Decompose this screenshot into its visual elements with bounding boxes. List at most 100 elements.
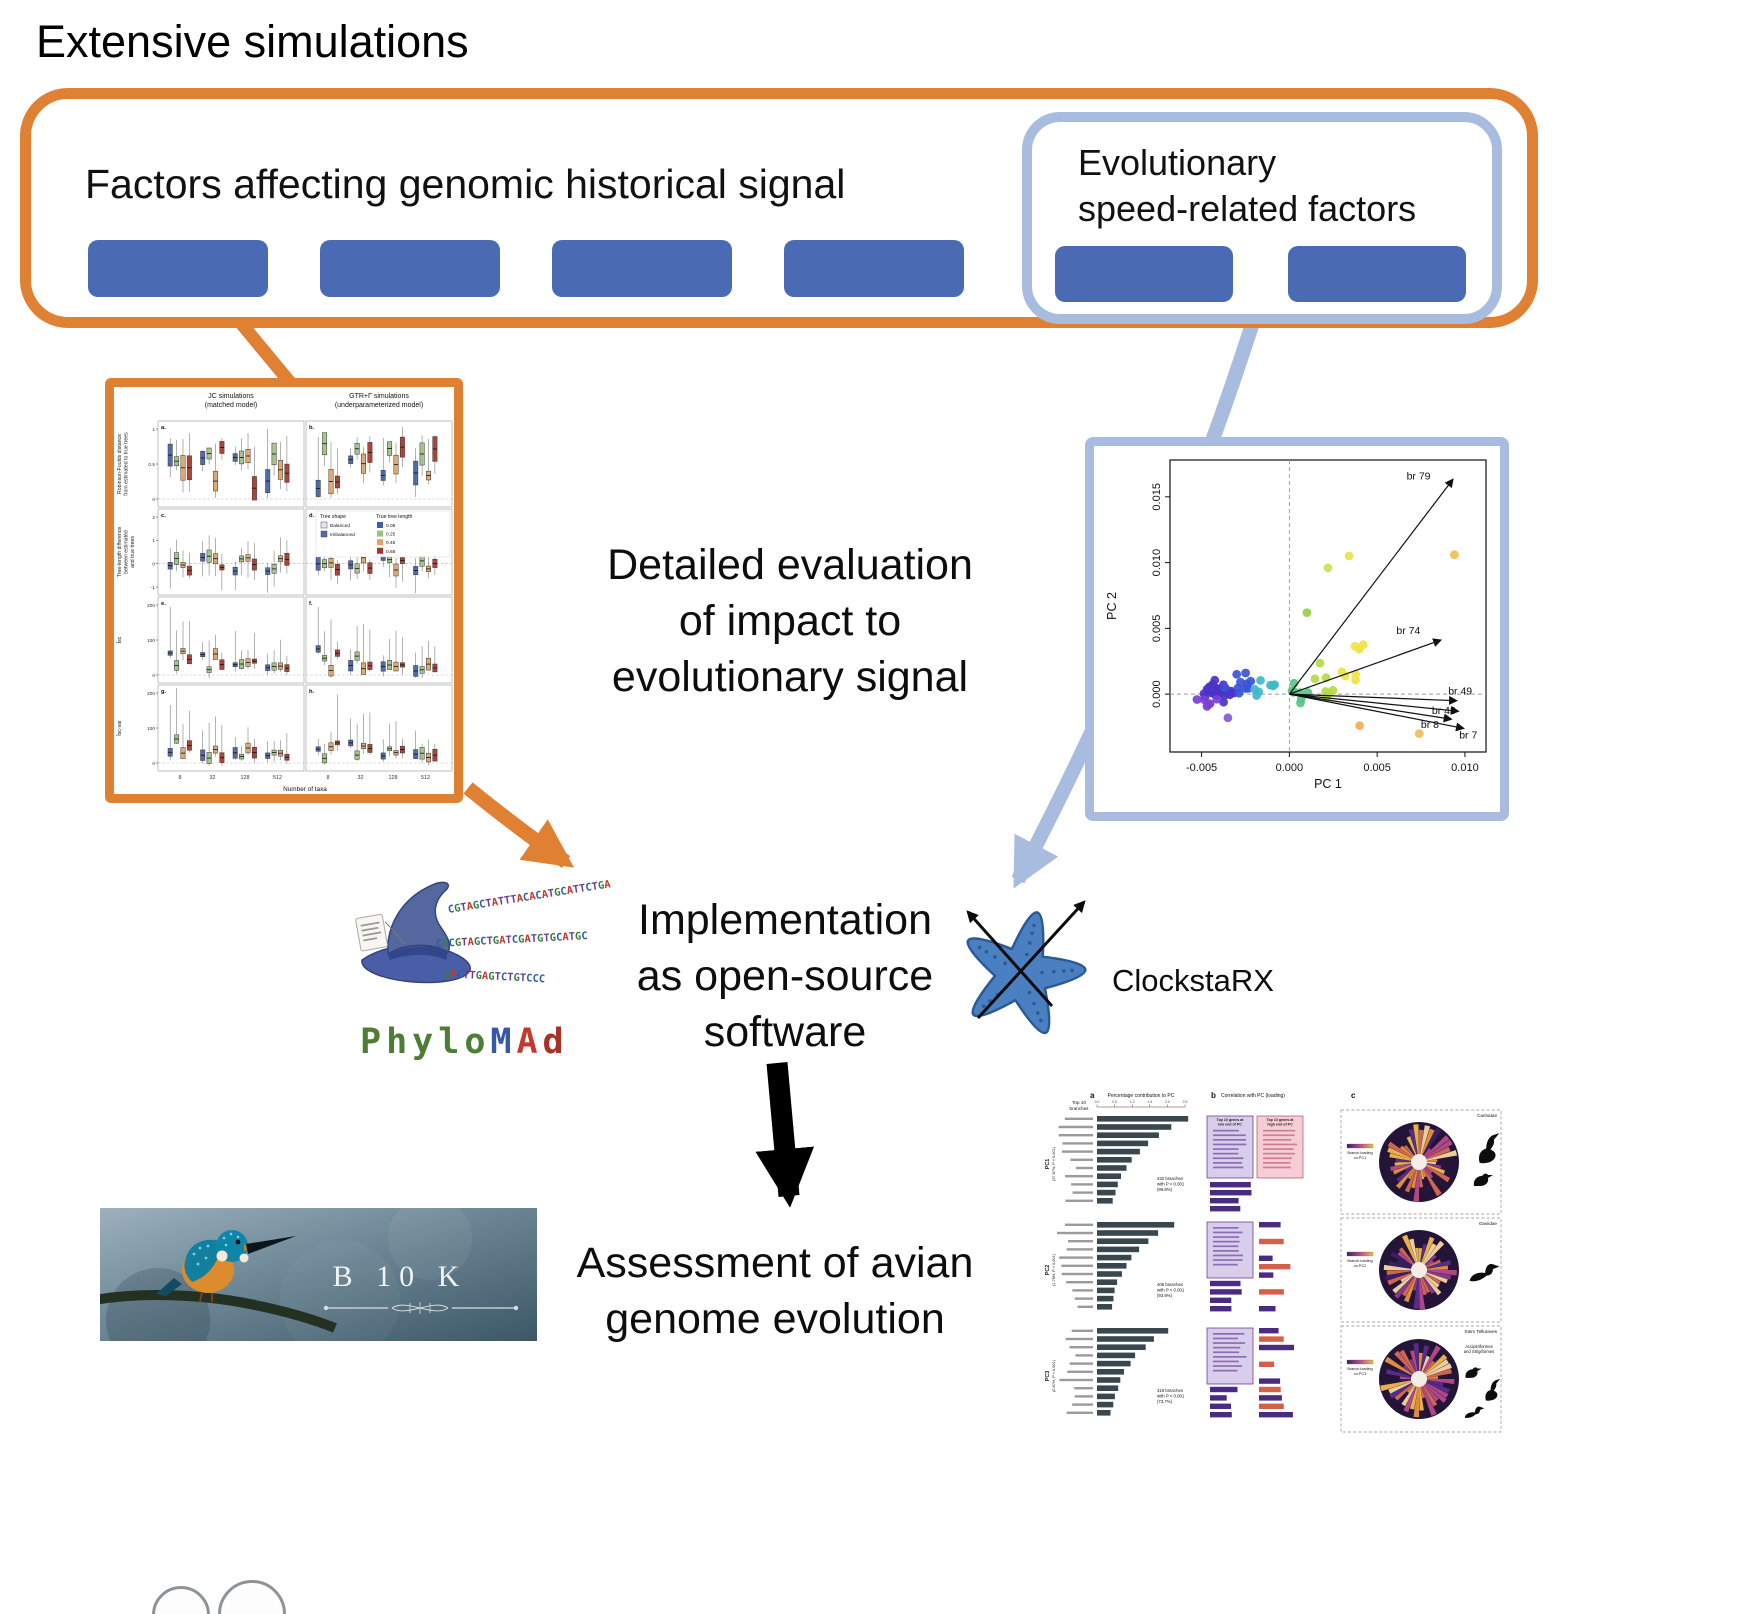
bird-silhouette: [1465, 1367, 1482, 1378]
contribution-bar: [1097, 1238, 1149, 1244]
arrow-black-to-assessment: [755, 1062, 815, 1208]
svg-text:on PC3: on PC3: [1354, 1372, 1367, 1376]
sim-panel: [157, 508, 305, 596]
svg-text:200: 200: [147, 691, 155, 697]
b10k-banner-svg: B 10 K: [100, 1208, 537, 1341]
speed-factors-container: Evolutionary speed-related factors: [1022, 112, 1502, 324]
phylomad-wordmark: PhyloMAd: [360, 1022, 569, 1062]
svg-text:f.: f.: [309, 601, 313, 607]
wordmark-letter: P: [360, 1022, 387, 1062]
svg-text:a.: a.: [161, 425, 166, 431]
starfish-axis-arrow: [976, 900, 1086, 1020]
svg-text:Branch loading: Branch loading: [1347, 1367, 1372, 1371]
starfish-axis-arrow: [966, 910, 1054, 1007]
wordmark-letter: d: [542, 1022, 569, 1062]
contribution-bar: [1097, 1410, 1111, 1416]
sim-xlabel: Number of taxa: [283, 786, 327, 793]
panel-letter: a: [1090, 1091, 1095, 1100]
svg-text:Top 10 genes at: Top 10 genes at: [1267, 1118, 1295, 1122]
branch: [100, 1290, 337, 1333]
wordmark-letter: h: [386, 1022, 413, 1062]
clockstarx-starfish-svg: [966, 900, 1087, 1035]
svg-text:g.: g.: [161, 689, 167, 695]
implementation-line2: as open-source: [636, 951, 934, 1000]
loading-colorbar: [1346, 1251, 1374, 1257]
evaluation-line1: Detailed evaluation: [607, 541, 973, 589]
svg-text:2: 2: [152, 515, 155, 521]
svg-text:0: 0: [152, 673, 155, 679]
svg-text:d.: d.: [309, 513, 315, 519]
svg-text:0.0: 0.0: [1095, 1100, 1100, 1104]
svg-text:0.25: 0.25: [386, 532, 396, 538]
svg-text:Top 10 genes at: Top 10 genes at: [1217, 1118, 1245, 1122]
svg-text:h.: h.: [309, 689, 315, 695]
loading-colorbar: [1346, 1143, 1374, 1149]
wordmark-letter: M: [490, 1022, 517, 1062]
svg-text:Top 10: Top 10: [1072, 1100, 1086, 1105]
contribution-bar: [1097, 1140, 1149, 1147]
branch-annotation: with P < 0.001: [1157, 1288, 1185, 1293]
wordmark-letter: l: [438, 1022, 465, 1062]
svg-text:(0.87%, P < 0.001): (0.87%, P < 0.001): [1052, 1359, 1056, 1391]
svg-text:-1: -1: [151, 585, 156, 591]
phylomad-hat-svg: [355, 881, 471, 984]
svg-text:2.0: 2.0: [1165, 1100, 1170, 1104]
pc-group-label: PC1: [1045, 1159, 1051, 1170]
branch-annotation: 406 branches: [1157, 1282, 1183, 1287]
contribution-bar: [1097, 1377, 1121, 1383]
partial-logo-2: [218, 1580, 286, 1614]
clockstarx-label: ClockstaRX: [1112, 963, 1274, 998]
pca-loading-arrow: [1289, 693, 1458, 705]
implementation-line1: Implementation: [638, 896, 932, 944]
svg-text:1: 1: [152, 538, 155, 544]
sim-panel: [305, 420, 453, 508]
contribution-bar: [1097, 1328, 1169, 1334]
speed-label-line2: speed-related factors: [1078, 188, 1417, 230]
evaluation-line2: of impact to: [678, 596, 902, 645]
svg-text:0.010: 0.010: [1451, 762, 1479, 774]
svg-text:Branch loading: Branch loading: [1347, 1151, 1372, 1155]
partial-logo-1: [152, 1586, 210, 1614]
contribution-bar: [1097, 1181, 1118, 1188]
contribution-bar: [1097, 1124, 1172, 1130]
pca-ylabel: PC 2: [1105, 592, 1119, 620]
contribution-bar: [1097, 1369, 1124, 1375]
contribution-bar: [1097, 1287, 1115, 1294]
contribution-bar: [1097, 1271, 1122, 1277]
pca-arrow-label: br 49: [1448, 686, 1472, 698]
factor-boxes-row: [88, 240, 964, 297]
pca-arrow-label: br 48: [1432, 705, 1456, 717]
contribution-bar: [1097, 1165, 1127, 1171]
hat-band: [388, 946, 448, 960]
contribution-bar: [1097, 1116, 1189, 1122]
contribution-bar: [1097, 1263, 1127, 1269]
evaluation-line3: evolutionary signal: [611, 652, 969, 701]
factors-label: Factors affecting genomic historical sig…: [85, 161, 846, 207]
svg-text:1: 1: [152, 427, 155, 433]
contribution-bar: [1097, 1173, 1121, 1179]
svg-text:c.: c.: [161, 513, 166, 519]
svg-text:32: 32: [210, 775, 216, 781]
pca-loading-arrow: [1289, 638, 1443, 695]
pca-arrow-label: br 7: [1459, 729, 1477, 741]
svg-text:0: 0: [152, 561, 155, 567]
svg-text:512: 512: [273, 775, 282, 781]
phylomad-hat-icon: [352, 874, 490, 994]
contribution-bar: [1097, 1157, 1132, 1163]
svg-text:0.010: 0.010: [1151, 549, 1163, 577]
pc-group-label: PC3: [1045, 1371, 1051, 1382]
factor-box: [1288, 246, 1466, 302]
panel-letter: b: [1211, 1091, 1216, 1100]
factor-box: [1055, 246, 1233, 302]
svg-text:200: 200: [147, 603, 155, 609]
factor-box: [552, 240, 732, 297]
pca-loading-arrow: [1289, 693, 1465, 732]
svg-text:Balanced: Balanced: [330, 523, 350, 529]
svg-text:low end of PC: low end of PC: [1218, 1122, 1242, 1126]
sim-row-label: Tree-length difference: [117, 527, 123, 578]
b10k-banner: B 10 K: [100, 1208, 537, 1341]
clade-label: Carinatae: [1477, 1113, 1497, 1118]
branch-annotation: with P < 0.001: [1157, 1394, 1185, 1399]
